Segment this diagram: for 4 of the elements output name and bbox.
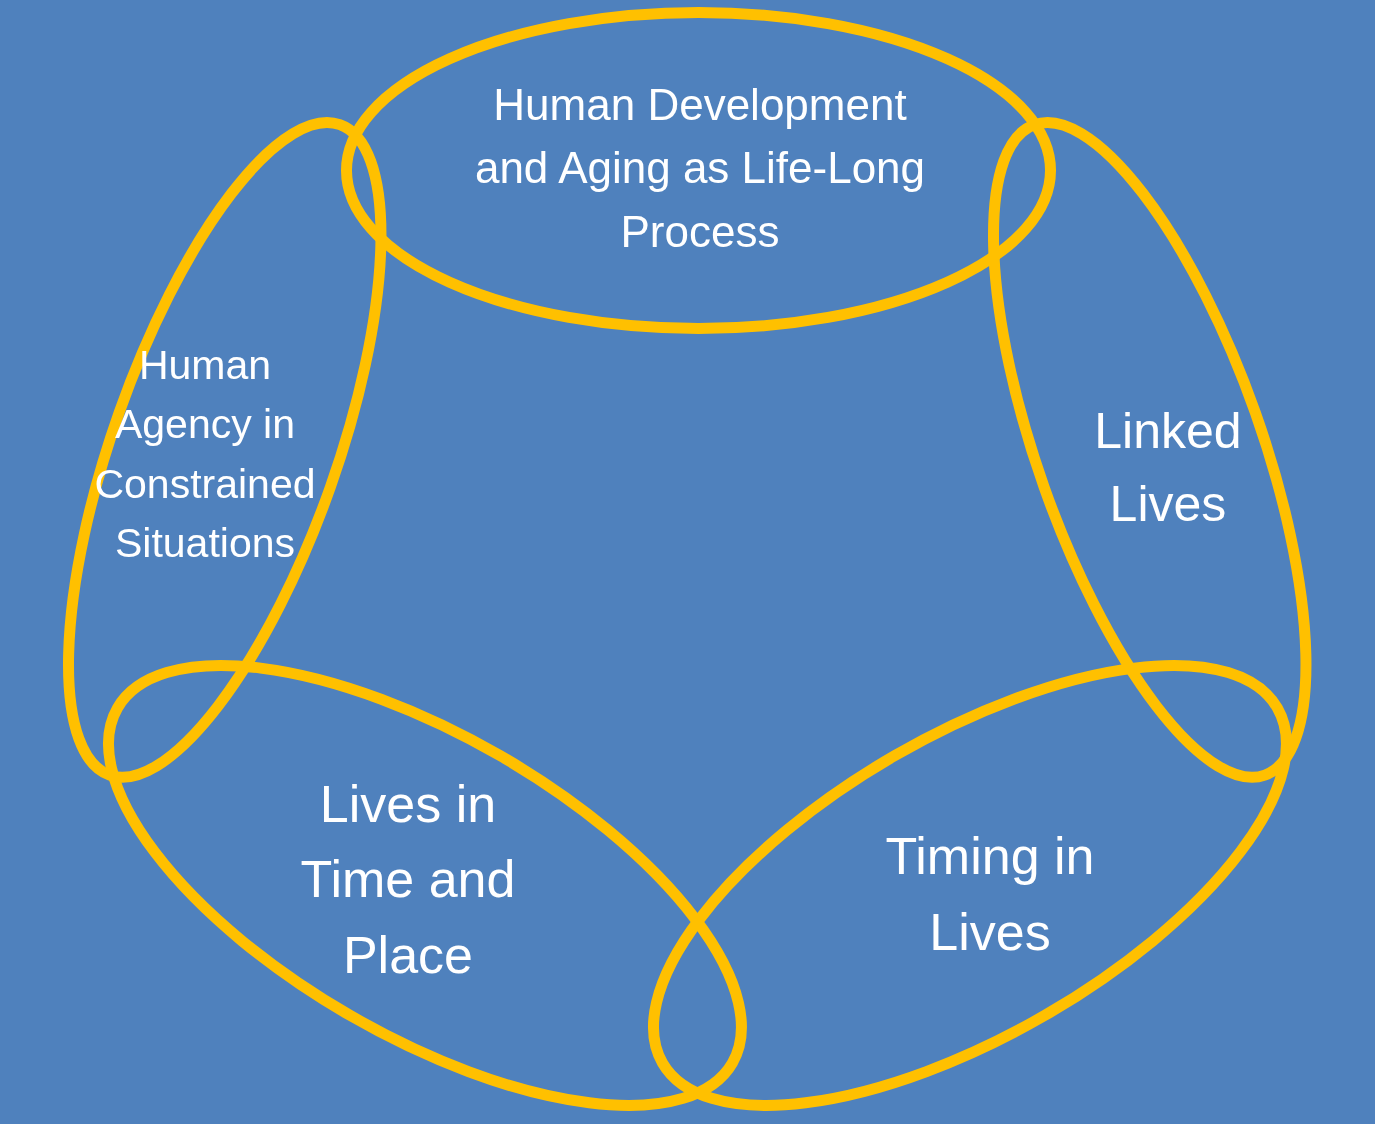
topic-label: Lives in Time and Place — [299, 774, 517, 986]
topic-label: Human Development and Aging as Life-Long Process — [473, 78, 927, 259]
topic-label: Linked Lives — [1093, 402, 1243, 534]
topic-label: Timing in Lives — [884, 826, 1096, 963]
